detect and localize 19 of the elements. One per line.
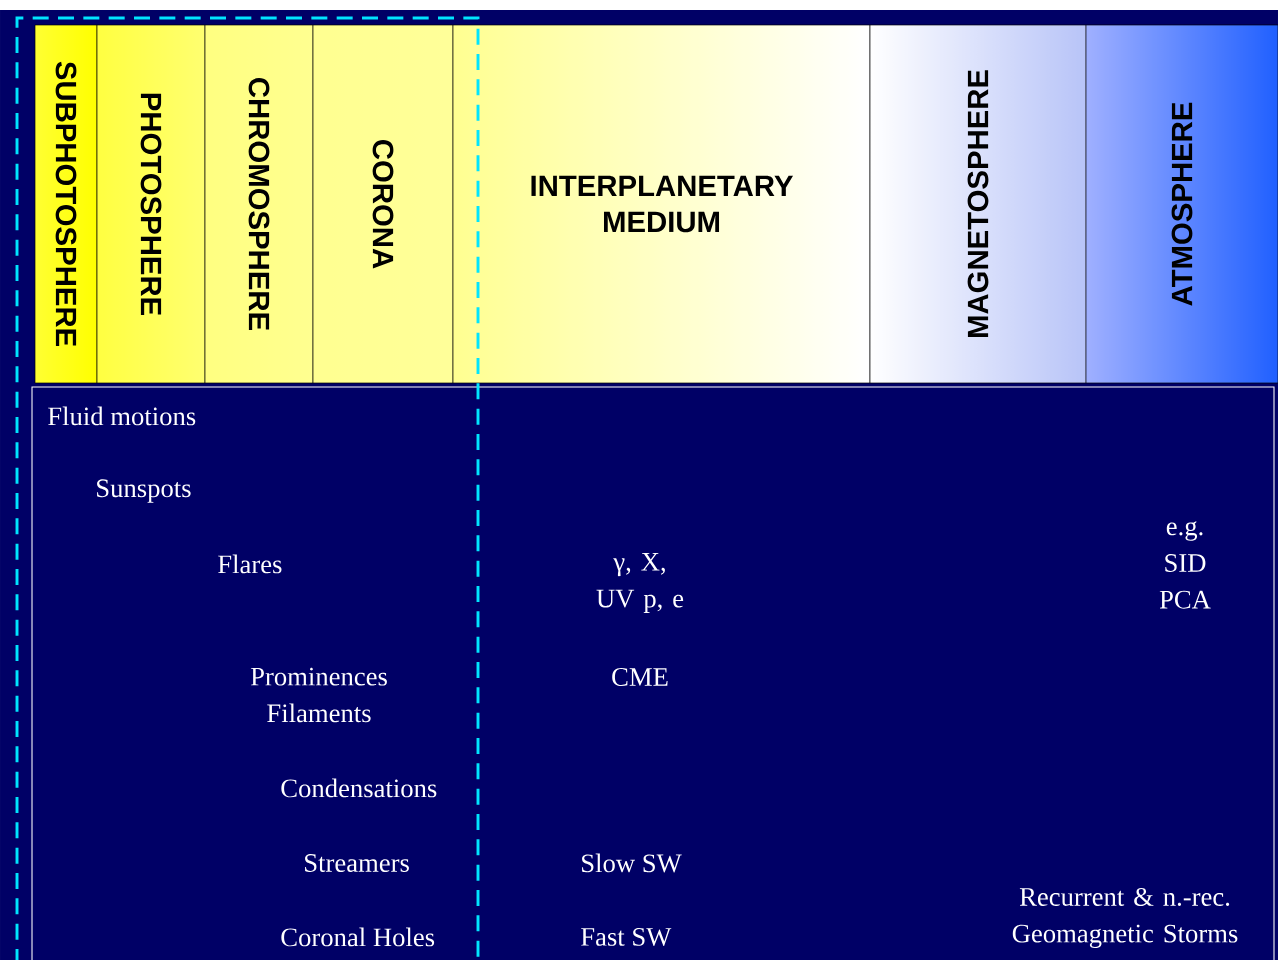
item-label: Fast SW bbox=[581, 927, 672, 946]
item-label: CME bbox=[612, 668, 668, 686]
item-label: Coronal Holes bbox=[281, 927, 435, 947]
item-label: Slow SW bbox=[582, 853, 682, 873]
layer-band: CHROMOSPHERE bbox=[204, 24, 314, 384]
item-label: Recurrent & n.-rec. Geomagnetic Storms bbox=[1012, 887, 1238, 949]
item-label: Fluid motions bbox=[48, 406, 196, 426]
item-label: e.g. SID PCA bbox=[1159, 521, 1211, 609]
item-label: Condensations bbox=[281, 778, 437, 798]
item-label: Prominences Filaments bbox=[250, 667, 387, 723]
layer-band: ATMOSPHERE bbox=[1085, 24, 1278, 384]
layer-band: SUBPHOTOSPHERE bbox=[34, 24, 98, 384]
item-label: Streamers bbox=[305, 854, 409, 872]
layer-band: CORONA bbox=[312, 24, 454, 384]
layer-band: MAGNETOSPHERE bbox=[869, 24, 1087, 384]
item-label: Sunspots bbox=[97, 479, 191, 503]
layer-band: PHOTOSPHERE bbox=[96, 24, 206, 384]
item-label: Flares bbox=[218, 554, 282, 574]
item-label: γ, X, UV p, e bbox=[596, 553, 684, 613]
